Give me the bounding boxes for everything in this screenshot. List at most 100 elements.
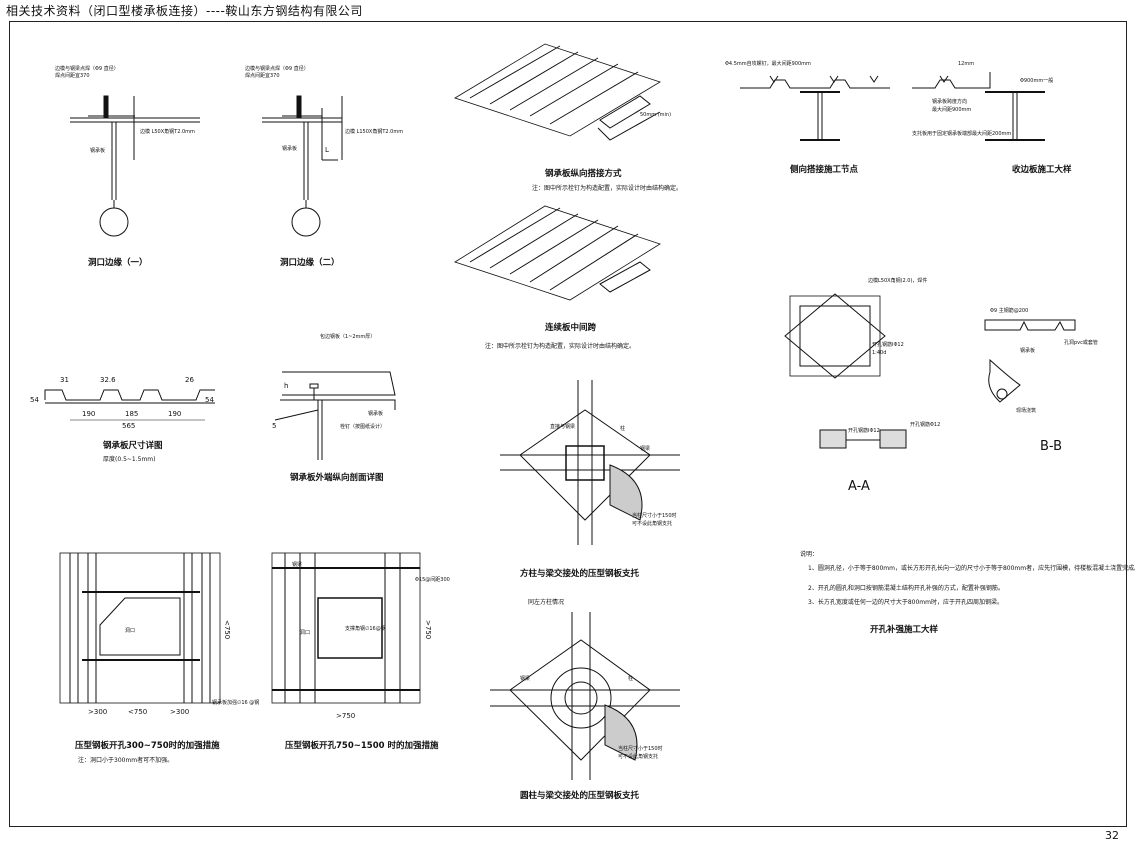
section-dim-h: h <box>284 382 288 390</box>
continuous-caption: 连续板中间跨 <box>545 322 597 333</box>
profile-dim-3: 26 <box>185 376 194 384</box>
edge-plate-note3: 钢承板跨度方向 <box>932 98 967 105</box>
round-col-note3: 当柱尺寸小于150时 <box>618 745 663 752</box>
rect-col-note3: 钢梁 <box>640 445 650 452</box>
page-number: 32 <box>1105 829 1119 842</box>
detail-opening-small: 洞口 钢承板加强∅16 @钢 >300 <750 >300 <750 压型钢板开… <box>59 552 259 764</box>
edge-plate-note5: 支托板用于固定钢承板端部最大间距200mm <box>912 130 1011 137</box>
edge1-caption: 洞口边缘（一） <box>88 257 148 268</box>
detail-edge-plate: 12mm Φ900mm一般 钢承板跨度方向 最大间距900mm 支托板用于固定钢… <box>912 61 1072 175</box>
round-col-note1: 钢梁 <box>520 675 530 682</box>
lap-note: 注：图中所示栓钉为构造配置，实际设计时由结构确定。 <box>532 184 682 192</box>
rect-col-note1: 直接与钢梁 <box>550 423 575 430</box>
section-note3: 栓钉（按图纸设计） <box>340 423 385 430</box>
opening-large-caption: 压型钢板开孔750~1500 时的加强措施 <box>285 740 439 751</box>
detail-rect-column: 直接与钢梁 柱 钢梁 当柱尺寸小于150时 可不设此角钢支托 方柱与梁交接处的压… <box>500 380 680 579</box>
section-bb-label: B-B <box>1040 439 1062 454</box>
rect-col-note5: 可不设此角钢支托 <box>632 520 672 527</box>
rect-col-note2: 柱 <box>620 425 625 432</box>
detail-continuous: 连续板中间跨 注：图中所示栓钉为构造配置，实际设计时由结构确定。 <box>454 205 661 350</box>
section-note1: 包边钢板（1~2mm厚） <box>320 333 375 340</box>
edge1-note2: 焊点间距宜370 <box>55 72 90 79</box>
hole-note-top: 边模L50X角钢(2.0)，焊件 <box>868 277 927 284</box>
opening-small-note: 注：洞口小于300mm者可不加强。 <box>78 756 173 764</box>
hole-note-bar2: 开孔钢筋ⅠΦ12 <box>848 427 880 434</box>
edge-plate-note2: Φ900mm一般 <box>1020 77 1053 84</box>
profile-dim-9: 54 <box>205 396 214 404</box>
detail-section: 包边钢板（1~2mm厚） 钢承板 栓钉（按图纸设计） h 5 钢承板外端纵向剖面… <box>272 333 396 483</box>
profile-dim-6: 185 <box>125 410 138 418</box>
edge2-note1: 边模与钢梁点焊（Φ9 直径） <box>245 65 309 72</box>
hole-note-bar3: 开孔钢筋Φ12 <box>910 421 940 428</box>
edge2-note4: 钢承板 <box>282 145 297 152</box>
instruction-1: 1、圆洞孔径，小于等于800mm，或长方形开孔长向一边的尺寸小于等于800mm者… <box>808 564 1135 572</box>
detail-edge-1: 边模与钢梁点焊（Φ9 直径） 焊点间距宜370 边模 L50X角钢T2.0mm … <box>55 65 200 268</box>
detail-lap: 50mm (min) 钢承板纵向搭接方式 注：图中所示栓钉为构造配置，实际设计时… <box>454 43 682 192</box>
section-caption: 钢承板外端纵向剖面详图 <box>290 472 384 483</box>
rect-col-caption: 方柱与梁交接处的压型钢板支托 <box>520 568 640 579</box>
opening-small-label2: 钢承板加强∅16 @钢 <box>212 699 259 706</box>
instruction-2: 2、开孔的圆孔和洞口按钢筋混凝土结构开孔补强的方式，配置补强钢筋。 <box>808 584 1004 592</box>
profile-dim-1: 31 <box>60 376 69 384</box>
side-lap-note: Φ4.5mm自攻螺钉，最大间距900mm <box>725 60 811 67</box>
hole-note-anchor: 1:40d <box>872 350 886 356</box>
document-title: 相关技术资料（闭口型楼承板连接）----鞍山东方钢结构有限公司 <box>6 4 363 18</box>
edge2-note3: 边模 L150X角钢T2.0mm <box>345 128 403 135</box>
detail-round-column: 同左方柱情况 钢梁 柱 当柱尺寸小于150时 可不设此角钢支托 圆柱与梁交接处的… <box>490 598 680 801</box>
continuous-note: 注：图中所示栓钉为构造配置，实际设计时由结构确定。 <box>485 342 635 350</box>
opening-large-label1: 钢梁 <box>292 561 302 568</box>
section-aa-label: A-A <box>848 479 870 494</box>
opening-small-caption: 压型钢板开孔300~750时的加强措施 <box>75 740 220 751</box>
profile-dim-8: 565 <box>122 422 135 430</box>
edge1-note1: 边模与钢梁点焊（Φ9 直径） <box>55 65 119 72</box>
opening-large-dim-2: >750 <box>336 712 355 720</box>
bb-note2: 钢承板 <box>1020 347 1035 354</box>
edge2-note2: 焊点间距宜370 <box>245 72 280 79</box>
instruction-3: 3、长方孔宽度或任何一边的尺寸大于800mm时，应于开孔四周加钢梁。 <box>808 598 1003 606</box>
edge1-note4: 钢承板 <box>90 147 105 154</box>
opening-large-label3: 支撑角钢∅16@钢 <box>345 625 386 632</box>
round-col-note2: 柱 <box>628 675 633 682</box>
lap-caption: 钢承板纵向搭接方式 <box>545 168 622 179</box>
opening-small-label1: 洞口 <box>125 627 135 634</box>
opening-small-dim-1: >300 <box>88 708 107 716</box>
edge-plate-caption: 收边板施工大样 <box>1012 164 1072 175</box>
profile-dim-2: 32.6 <box>100 376 116 384</box>
section-dim-5: 5 <box>272 422 276 430</box>
opening-small-dim-4: <750 <box>223 620 231 639</box>
profile-dim-7: 190 <box>168 410 181 418</box>
opening-large-dim-1: Φ15@间距300 <box>415 576 450 583</box>
profile-sub: 厚度(0.5~1.5mm) <box>103 455 155 463</box>
bb-note3: 孔洞pvc或套管 <box>1064 339 1098 346</box>
section-note2: 钢承板 <box>368 410 383 417</box>
round-col-note4: 可不设此角钢支托 <box>618 753 658 760</box>
edge2-caption: 洞口边缘（二） <box>280 257 340 268</box>
detail-hole-reinforcement: 边模L50X角钢(2.0)，焊件 开孔钢筋ⅠΦ12 1:40d 开孔钢筋ⅠΦ12… <box>784 277 1135 635</box>
profile-caption: 钢承板尺寸详图 <box>103 440 163 451</box>
round-col-caption: 圆柱与梁交接处的压型钢板支托 <box>520 790 640 801</box>
profile-dim-5: 190 <box>82 410 95 418</box>
lap-dim: 50mm (min) <box>640 112 671 118</box>
side-lap-caption: 侧向搭接施工节点 <box>789 164 859 175</box>
round-col-note0: 同左方柱情况 <box>528 598 564 606</box>
bb-note1: Φ9 主钢筋@200 <box>990 307 1028 314</box>
hole-detail-caption: 开孔补强施工大样 <box>870 624 939 635</box>
instructions-title: 说明： <box>800 550 818 558</box>
detail-profile: 31 32.6 26 54 190 185 190 565 54 钢承板尺寸详图… <box>30 376 215 463</box>
opening-large-dim-3: >750 <box>424 620 432 639</box>
edge1-note3: 边模 L50X角钢T2.0mm <box>140 128 195 135</box>
opening-large-label2: 洞口 <box>300 629 310 636</box>
detail-side-lap: Φ4.5mm自攻螺钉，最大间距900mm 侧向搭接施工节点 <box>725 60 890 175</box>
detail-edge-2: 边模与钢梁点焊（Φ9 直径） 焊点间距宜370 边模 L150X角钢T2.0mm… <box>245 65 403 268</box>
edge-plate-note1: 12mm <box>958 61 974 67</box>
detail-opening-large: 钢梁 洞口 支撑角钢∅16@钢 Φ15@间距300 >750 >750 压型钢板… <box>271 552 450 751</box>
opening-small-dim-2: <750 <box>128 708 147 716</box>
edge-plate-note4: 最大间距900mm <box>932 106 971 113</box>
profile-dim-4: 54 <box>30 396 39 404</box>
bb-note4: 现场浇筑 <box>1016 407 1036 414</box>
hole-note-bar1: 开孔钢筋ⅠΦ12 <box>872 341 904 348</box>
drawing-frame <box>9 21 1127 827</box>
edge2-dim: L <box>325 146 329 154</box>
opening-small-dim-3: >300 <box>170 708 189 716</box>
